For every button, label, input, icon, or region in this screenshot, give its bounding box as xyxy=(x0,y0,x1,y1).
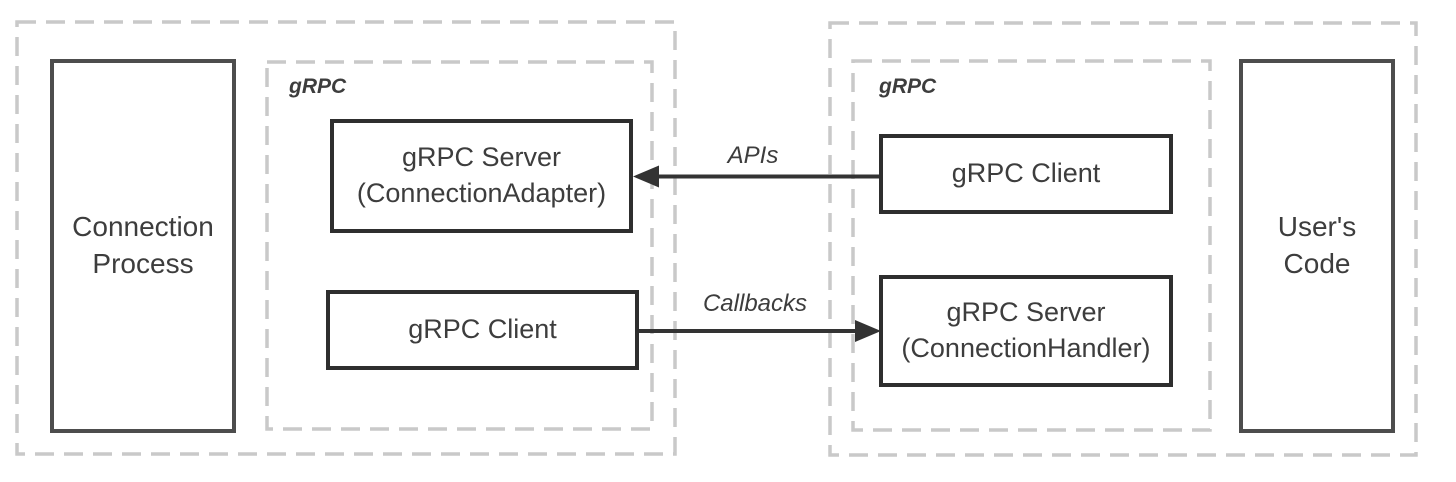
users-code-box: User's Code xyxy=(1239,59,1395,433)
apis-arrowhead-icon xyxy=(633,165,659,188)
right-grpc-client-box: gRPC Client xyxy=(879,134,1173,214)
right-grpc-group-container xyxy=(851,59,1212,432)
callbacks-arrowhead-icon xyxy=(855,320,881,342)
left-grpc-group-label: gRPC xyxy=(289,75,347,98)
connection-process-box: Connection Process xyxy=(50,59,236,433)
grpc-server-connection-handler-box: gRPC Server (ConnectionHandler) xyxy=(879,275,1173,387)
callbacks-arrow-label: Callbacks xyxy=(702,290,808,317)
right-grpc-group-label: gRPC xyxy=(879,75,937,98)
grpc-server-connection-adapter-box: gRPC Server (ConnectionAdapter) xyxy=(330,119,633,233)
users-code-group-container xyxy=(828,21,1418,457)
left-grpc-client-box: gRPC Client xyxy=(326,290,639,370)
apis-arrow-label: APIs xyxy=(727,142,779,169)
connection-process-group-container xyxy=(15,20,677,456)
left-grpc-group-container xyxy=(265,60,654,431)
